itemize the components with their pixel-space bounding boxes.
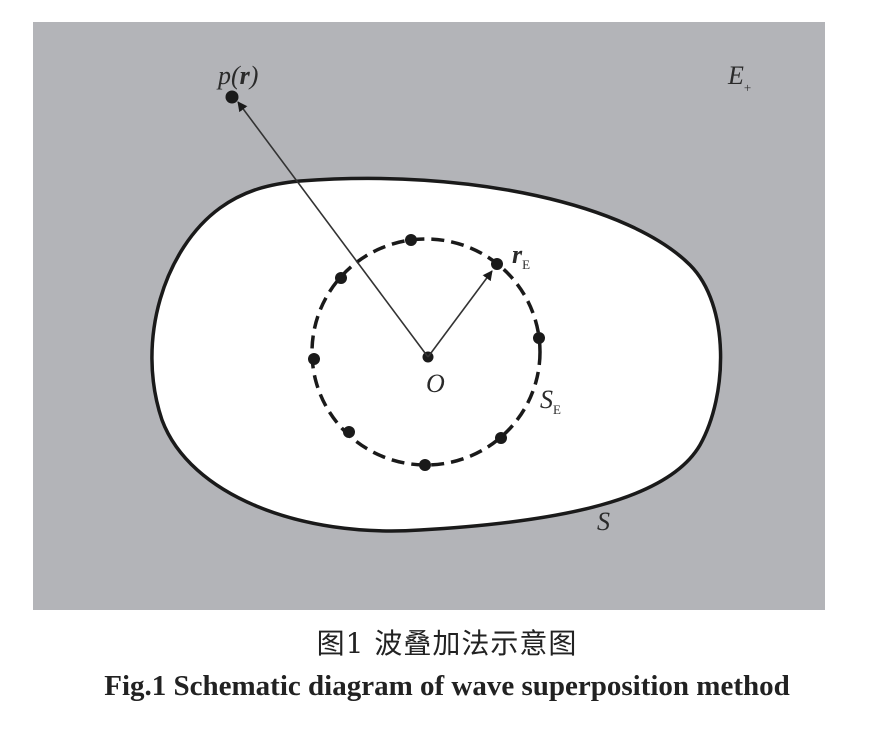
wave-superposition-diagram: p(r) E+ rE O SE S bbox=[33, 22, 825, 610]
source-point bbox=[343, 426, 355, 438]
figure-caption-chinese: 图1 波叠加法示意图 bbox=[316, 627, 578, 660]
source-point bbox=[419, 459, 431, 471]
source-vector bbox=[427, 270, 493, 358]
equivalent-source-points bbox=[308, 234, 545, 471]
figure-caption-english: Fig.1 Schematic diagram of wave superpos… bbox=[104, 670, 790, 702]
surface-s bbox=[150, 176, 723, 533]
source-vector-label: rE bbox=[512, 240, 530, 272]
source-point bbox=[335, 272, 347, 284]
field-point bbox=[225, 90, 239, 104]
field-point-vector bbox=[237, 101, 429, 358]
field-point-label: p(r) bbox=[216, 61, 258, 90]
source-point bbox=[533, 332, 545, 344]
exterior-region-label: E+ bbox=[727, 61, 751, 95]
origin-label: O bbox=[426, 369, 445, 398]
source-point bbox=[405, 234, 417, 246]
surface-label: S bbox=[597, 507, 610, 536]
equivalent-surface-label: SE bbox=[540, 385, 561, 417]
source-point bbox=[495, 432, 507, 444]
equivalent-source-surface bbox=[310, 237, 542, 467]
source-point bbox=[491, 258, 503, 270]
source-point bbox=[308, 353, 320, 365]
